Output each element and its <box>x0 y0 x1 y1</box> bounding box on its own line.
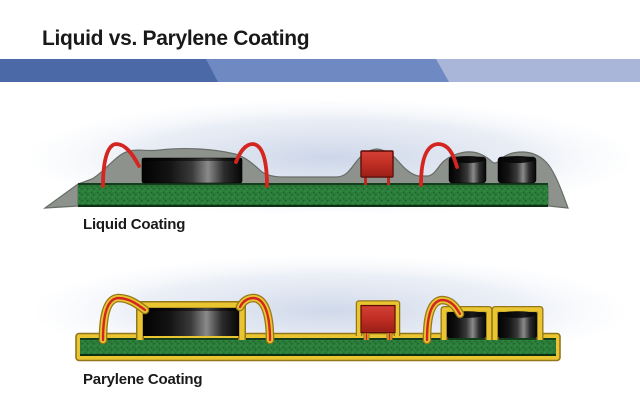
wire-leads <box>98 293 465 345</box>
wire-arc-right <box>235 293 275 345</box>
parylene-outline <box>357 301 399 336</box>
banner-bar <box>0 59 640 82</box>
wire-loop <box>422 295 465 345</box>
banner-segment-mid <box>206 59 450 82</box>
round-capacitor-2 <box>491 306 544 340</box>
parylene-coating-label: Parylene Coating <box>83 371 203 388</box>
wire-loop <box>419 142 459 187</box>
parylene-outline <box>137 302 245 340</box>
pcb-board <box>78 183 548 207</box>
film-capacitor-lead-left <box>364 176 367 185</box>
film-capacitor-lead-right <box>387 176 390 185</box>
wire-leads <box>101 142 459 188</box>
pcb-board <box>75 332 561 362</box>
round-capacitor-1 <box>448 156 487 184</box>
film-capacitor <box>360 150 394 185</box>
wire-arc-left <box>98 293 150 345</box>
film-capacitor <box>355 300 401 340</box>
parylene-outline <box>492 307 543 340</box>
large-capacitor <box>141 157 243 184</box>
banner-segment-dark <box>0 59 219 82</box>
large-capacitor <box>136 301 246 340</box>
parylene-outline <box>441 307 492 340</box>
round-capacitor-1 <box>440 306 493 340</box>
page-title: Liquid vs. Parylene Coating <box>42 27 310 50</box>
liquid-coating-diagram <box>30 100 630 212</box>
parylene-coating-diagram <box>35 256 625 366</box>
wire-arc-right <box>234 142 269 188</box>
round-capacitor-2 <box>497 156 537 184</box>
banner-segment-light <box>436 59 640 82</box>
liquid-coating-label: Liquid Coating <box>83 216 186 233</box>
wire-arc-left <box>101 142 141 188</box>
